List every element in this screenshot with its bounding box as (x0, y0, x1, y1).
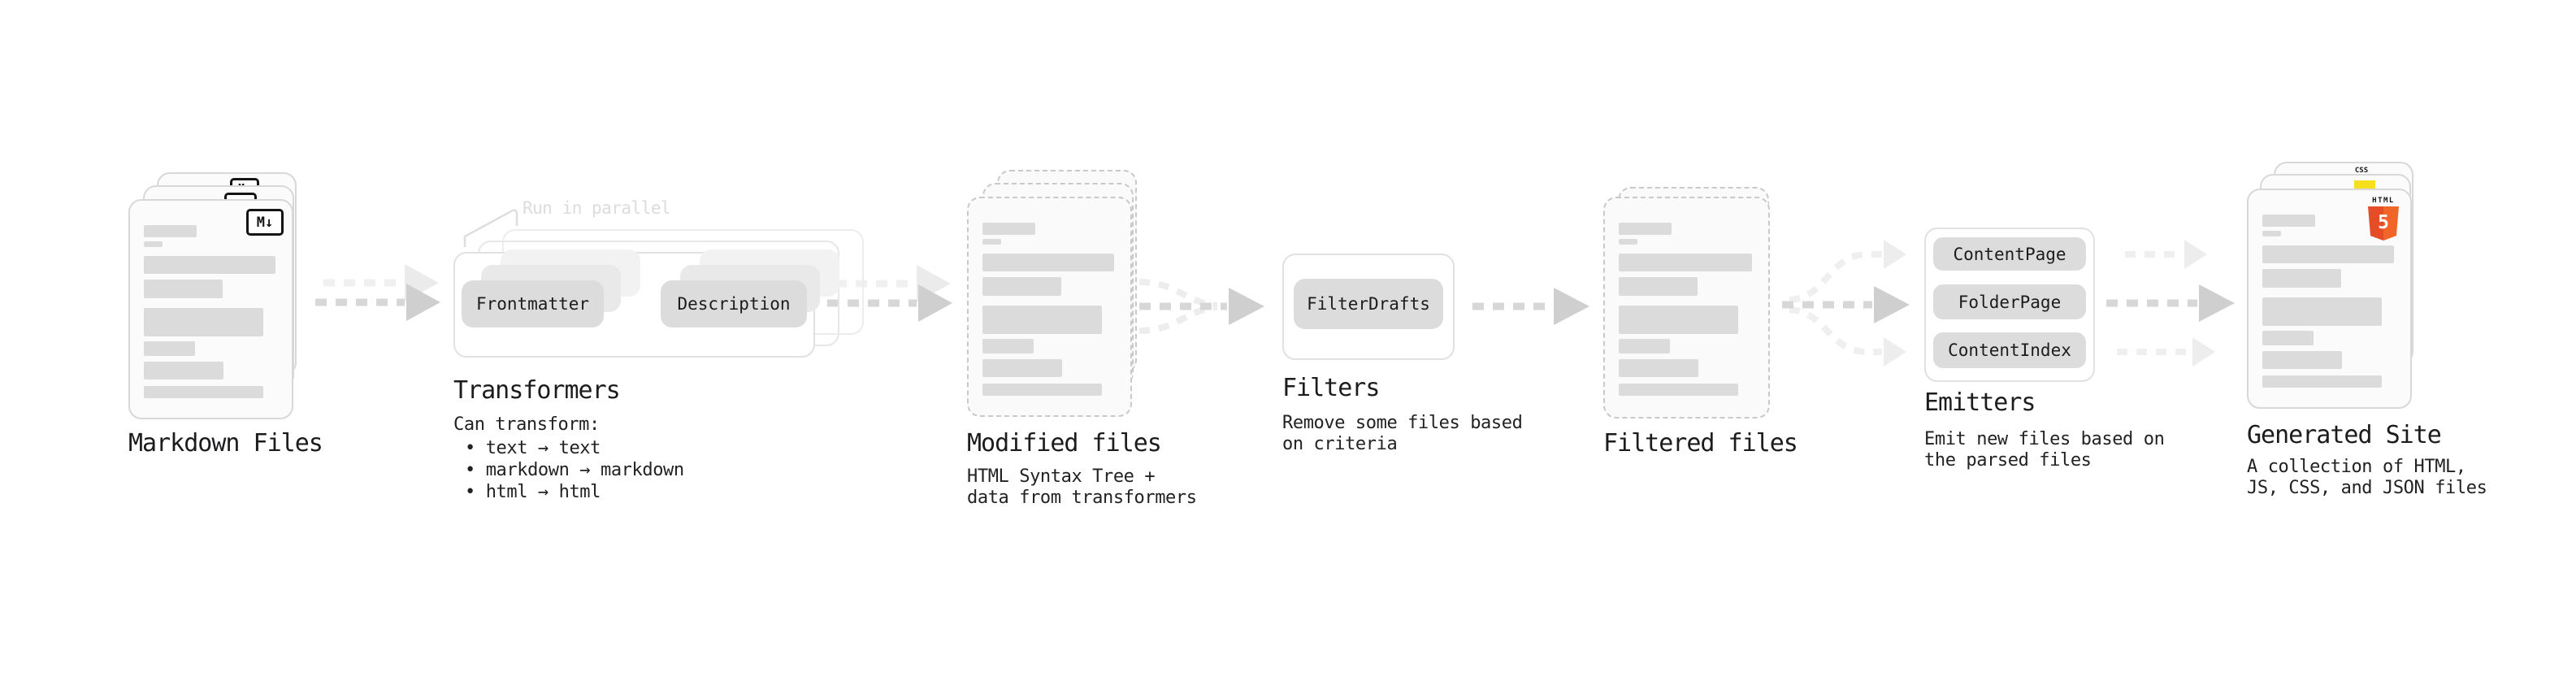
arrow-fan-out-bottom (1789, 306, 1906, 367)
filtered-files-label: Filtered files (1603, 429, 1798, 458)
arrow-markdown-to-transformers (315, 284, 440, 321)
arrow-markdown-to-transformers-ghost (323, 264, 439, 301)
filterdrafts-node: FilterDrafts (1294, 279, 1443, 329)
markdown-file-card-front: M↓ (128, 199, 293, 419)
frontmatter-node: Frontmatter (462, 280, 604, 327)
html5-icon: HTML 5 (2365, 197, 2402, 241)
markdown-files-label: Markdown Files (128, 429, 323, 458)
document-placeholder-lines (2262, 215, 2396, 388)
html5-icon-number: 5 (2378, 212, 2389, 233)
caption-line: Emit new files based on (1924, 429, 2165, 449)
emitters-caption: Emit new files based on the parsed files (1924, 429, 2165, 471)
bullet-item: • html → html (465, 482, 601, 502)
caption-line: JS, CSS, and JSON files (2247, 478, 2487, 498)
caption-line: the parsed files (1924, 450, 2092, 471)
filters-caption: Remove some files based on criteria (1282, 413, 1523, 455)
arrow-emitters-to-generated-top (2125, 240, 2207, 269)
caption-line: on criteria (1282, 434, 1398, 454)
filters-heading: Filters (1282, 374, 1380, 402)
html5-icon-shield: 5 (2368, 206, 2399, 241)
document-placeholder-lines (982, 223, 1117, 396)
folderpage-node: FolderPage (1933, 284, 2086, 319)
generated-site-caption: A collection of HTML, JS, CSS, and JSON … (2247, 457, 2487, 499)
caption-line: Remove some files based (1282, 413, 1523, 433)
modified-files-label: Modified files (967, 429, 1162, 458)
document-placeholder-lines (144, 225, 278, 398)
modified-file-card-front (967, 197, 1132, 417)
description-node: Description (661, 280, 807, 327)
arrow-fan-in-top (1138, 279, 1218, 309)
arrow-filters-to-filtered (1472, 288, 1589, 325)
bullet-item: • text → text (465, 438, 601, 458)
html5-icon-label: HTML (2372, 197, 2395, 205)
contentpage-node: ContentPage (1933, 237, 2086, 271)
modified-files-caption: HTML Syntax Tree + data from transformer… (967, 466, 1197, 509)
emitters-heading: Emitters (1924, 388, 2036, 417)
transformers-bullets: • text → text • markdown → markdown • ht… (465, 437, 684, 503)
transformers-heading: Transformers (453, 376, 621, 405)
arrow-modified-to-filters (1139, 288, 1264, 325)
caption-line: HTML Syntax Tree + (967, 466, 1156, 487)
arrow-filtered-to-emitters (1782, 286, 1910, 323)
markdown-icon: M↓ (246, 209, 284, 236)
generated-file-card-front: HTML 5 (2247, 189, 2412, 409)
caption-line: data from transformers (967, 488, 1197, 508)
css-icon-label: CSS (2354, 167, 2369, 175)
bullet-item: • markdown → markdown (465, 460, 684, 480)
arrow-fan-out-top (1789, 240, 1906, 303)
generated-site-label: Generated Site (2247, 421, 2442, 449)
transformers-caption-title: Can transform: (453, 414, 600, 435)
filtered-file-card-front (1603, 197, 1770, 419)
document-placeholder-lines (1619, 223, 1754, 396)
arrow-emitters-to-generated-bottom (2117, 337, 2215, 367)
arrow-emitters-to-generated (2106, 284, 2235, 322)
run-in-parallel-annotation: Run in parallel (523, 198, 671, 218)
arrow-fan-in-bottom (1138, 304, 1218, 334)
contentindex-node: ContentIndex (1933, 332, 2086, 368)
caption-line: A collection of HTML, (2247, 457, 2466, 477)
